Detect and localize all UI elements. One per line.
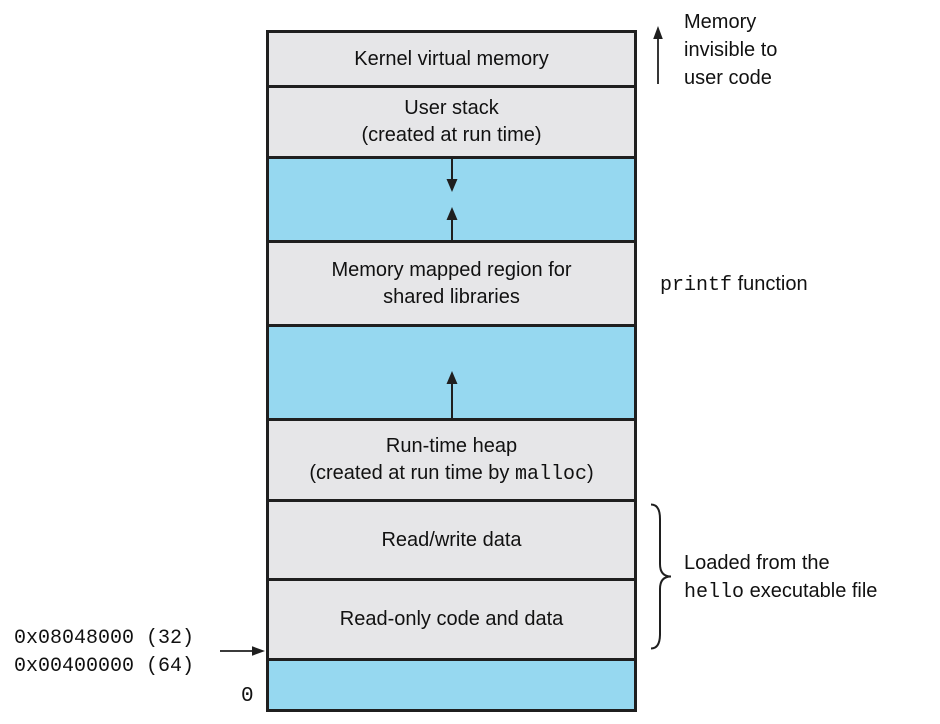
memory-map-box: Kernel virtual memory User stack (create… bbox=[266, 30, 637, 712]
region-label: Read/write data bbox=[381, 528, 522, 551]
region-read-write-data: Read/write data bbox=[269, 502, 634, 581]
region-memory-mapped: Memory mapped region for shared librarie… bbox=[269, 243, 634, 327]
up-arrow-icon bbox=[653, 26, 663, 84]
address-label-32bit: 0x08048000 (32) bbox=[14, 627, 195, 650]
region-label: User stack bbox=[404, 97, 499, 119]
hello-code-text: hello bbox=[684, 581, 745, 604]
region-label: Run-time heap bbox=[385, 434, 518, 457]
address-label-64bit: 0x00400000 (64) bbox=[14, 655, 195, 678]
region-read-only-code: Read-only code and data bbox=[269, 581, 634, 661]
region-label: (created at run time by malloc) bbox=[309, 461, 594, 486]
heap-grow-up-arrow-icon bbox=[446, 371, 457, 418]
malloc-code-text: malloc bbox=[514, 462, 587, 486]
region-label: Read-only code and data bbox=[339, 608, 564, 630]
stack-grow-down-arrow-icon bbox=[446, 159, 457, 240]
region-label: Kernel virtual memory bbox=[354, 47, 549, 70]
loaded-from-note: Loaded from the hello executable file bbox=[684, 552, 878, 604]
region-user-stack: User stack (created at run time) bbox=[269, 88, 634, 159]
memory-invisible-note: Memory invisible to user code bbox=[684, 11, 778, 89]
region-label: Memory mapped region for bbox=[331, 258, 572, 281]
brace-icon bbox=[650, 503, 672, 650]
printf-code-text: printf bbox=[660, 274, 733, 297]
region-label: (created at run time) bbox=[361, 124, 542, 146]
printf-note: printf function bbox=[660, 273, 808, 297]
region-runtime-heap: Run-time heap (created at run time by ma… bbox=[269, 421, 634, 502]
region-kernel-virtual-memory: Kernel virtual memory bbox=[269, 33, 634, 88]
zero-address-label: 0 bbox=[241, 685, 254, 708]
region-stack-growth-gap bbox=[269, 159, 634, 243]
region-heap-growth-gap bbox=[269, 327, 634, 421]
address-pointer-arrow-icon bbox=[220, 646, 265, 656]
region-label: shared libraries bbox=[383, 285, 520, 308]
region-unmapped-bottom bbox=[269, 661, 634, 709]
